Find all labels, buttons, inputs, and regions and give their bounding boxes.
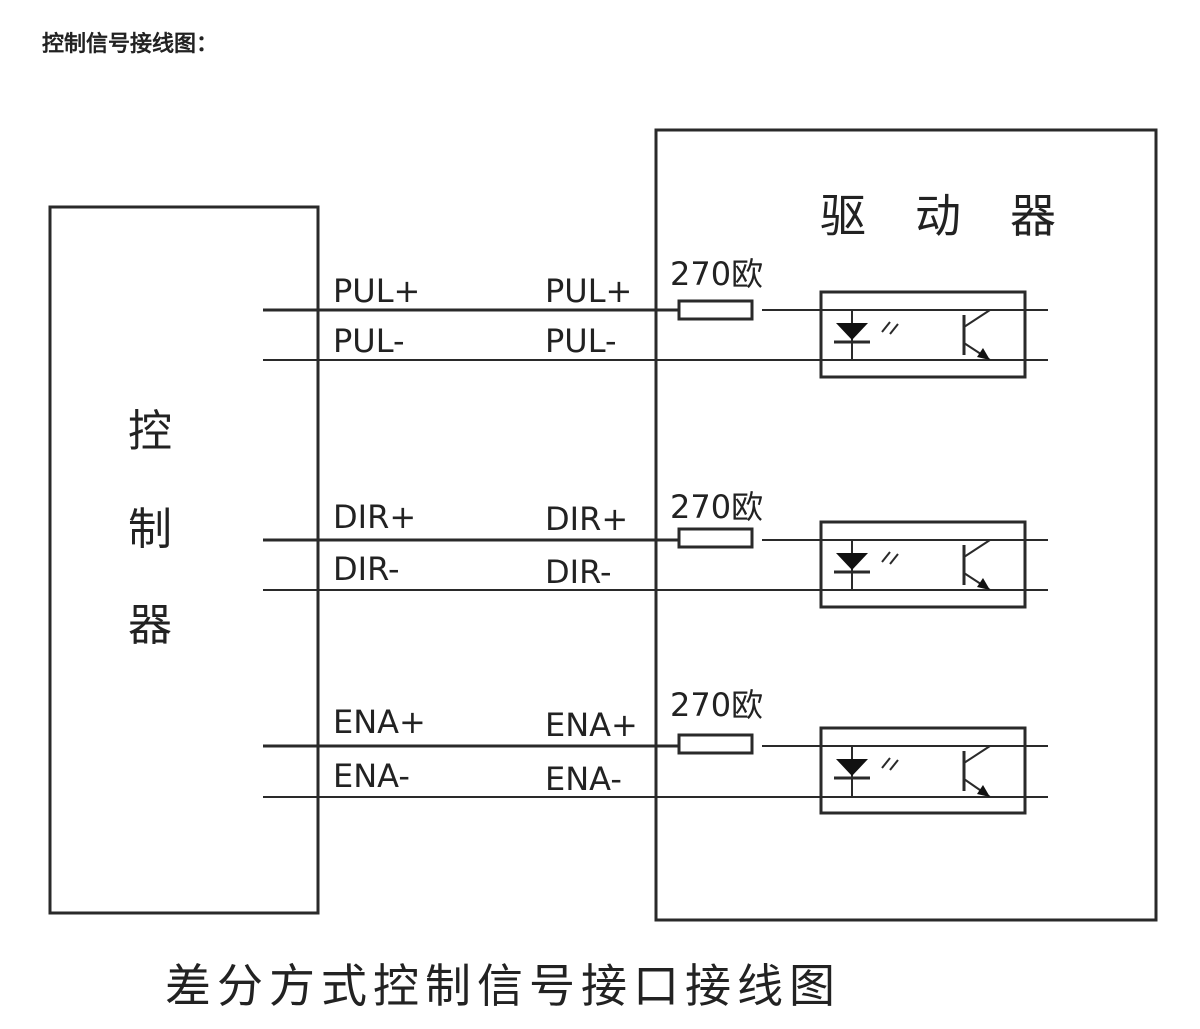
ena-minus-left-label: ENA- [333,757,410,795]
pul-led-icon [836,323,868,340]
ena-minus-right-label: ENA- [545,760,622,798]
ena-resistor [677,733,754,755]
ena-light-ray-2 [889,759,899,771]
ena-plus-right-label: ENA+ [545,706,638,744]
dir-plus-right-label: DIR+ [545,500,628,538]
pul-plus-right-label: PUL+ [545,272,632,310]
dir-light-ray-1 [881,551,891,563]
channel-dir: DIR+ DIR- DIR+ DIR- 270欧 [263,488,1048,609]
dir-minus-right-label: DIR- [545,553,612,591]
driver-label-char-3: 器 [1010,189,1056,243]
ena-plus-left-label: ENA+ [333,703,426,741]
driver-box [654,128,1158,922]
ena-transistor-collector [963,745,991,764]
ena-led-icon [836,759,868,776]
dir-transistor-arrow-icon [977,578,990,590]
driver-label-char-2: 动 [915,189,961,243]
ena-light-ray-1 [881,757,891,769]
pul-resistor-label: 270欧 [670,255,763,293]
dir-transistor-collector [963,539,991,558]
pul-resistor [677,299,754,321]
dir-resistor-label: 270欧 [670,488,763,526]
pul-transistor-arrow-icon [977,348,990,360]
pul-minus-left-label: PUL- [333,322,405,360]
channel-pul: PUL+ PUL- PUL+ PUL- 270欧 [263,255,1048,379]
ena-resistor-label: 270欧 [670,686,763,724]
controller-label-char-2: 制 [128,504,172,555]
page-heading: 控制信号接线图： [42,32,219,57]
pul-light-ray-2 [889,323,899,335]
controller-label-char-1: 控 [128,406,172,457]
dir-led-icon [836,553,868,570]
pul-transistor-collector [963,309,991,328]
controller-box [48,205,320,915]
dir-optocoupler [819,520,1027,609]
diagram-caption: 差分方式控制信号接口接线图 [165,959,841,1013]
pul-minus-right-label: PUL- [545,322,617,360]
dir-minus-left-label: DIR- [333,550,400,588]
dir-plus-left-label: DIR+ [333,498,416,536]
controller-label-char-3: 器 [128,600,172,651]
dir-resistor [677,527,754,549]
pul-plus-left-label: PUL+ [333,272,420,310]
ena-transistor-arrow-icon [977,785,990,797]
pul-light-ray-1 [881,321,891,333]
driver-label-char-1: 驱 [820,189,866,243]
channel-ena: ENA+ ENA- ENA+ ENA- 270欧 [263,686,1048,815]
dir-light-ray-2 [889,553,899,565]
